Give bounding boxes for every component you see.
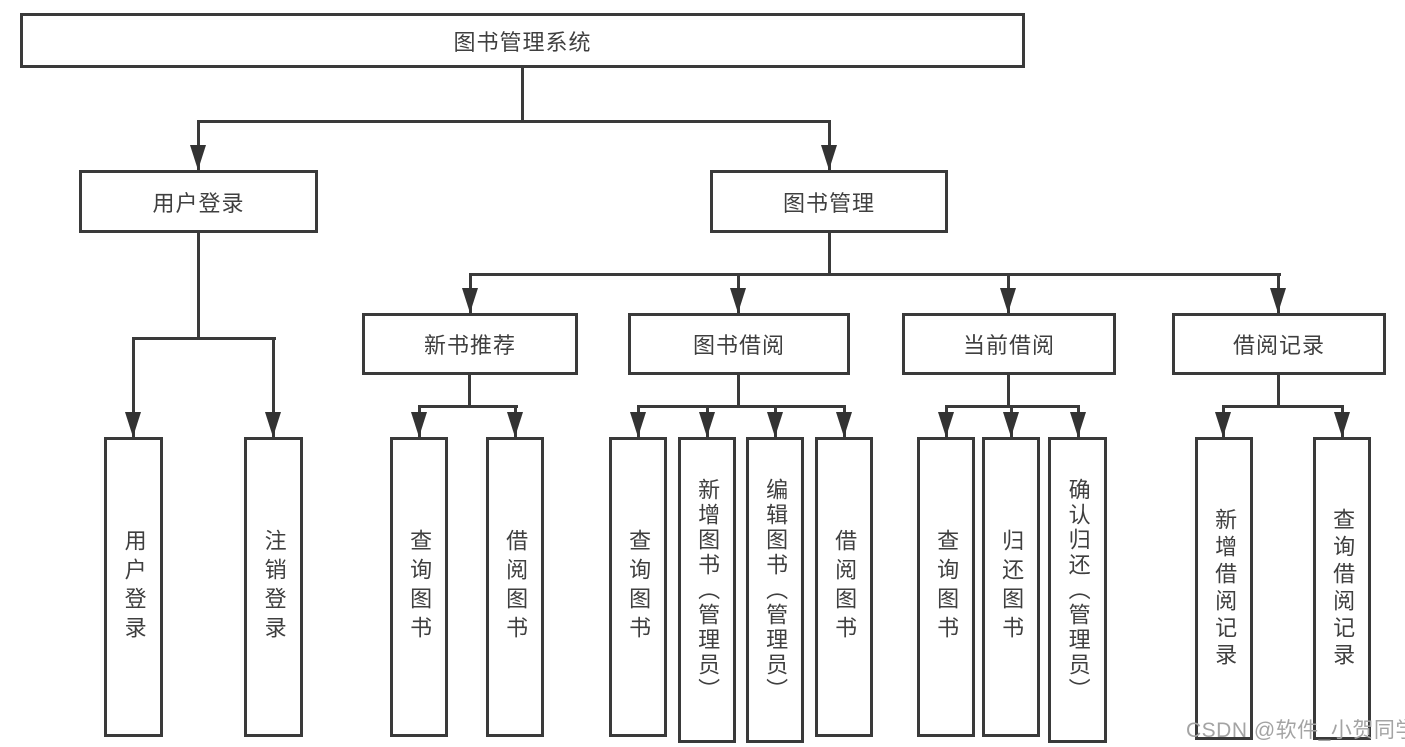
node-label: 注销登录	[261, 529, 287, 645]
connector-line	[469, 273, 1281, 276]
node-label: 归还图书	[999, 529, 1025, 645]
connector-line	[828, 233, 831, 276]
connector-line	[1007, 375, 1010, 408]
node-label: 新增借阅记录	[1212, 507, 1238, 670]
node-label: 借阅记录	[1232, 333, 1325, 358]
arrowhead-icon	[630, 412, 646, 437]
arrowhead-icon	[1334, 412, 1350, 437]
node-label: 借阅图书	[503, 529, 529, 645]
node-book-management: 图书管理	[710, 170, 948, 233]
node-label: 查询借阅记录	[1330, 507, 1356, 670]
arrowhead-icon	[730, 288, 746, 313]
arrowhead-icon	[938, 412, 954, 437]
node-leaf-add-borrow-record: 新增借阅记录	[1195, 437, 1253, 740]
node-leaf-logout: 注销登录	[244, 437, 303, 737]
arrowhead-icon	[1003, 412, 1019, 437]
connector-line	[272, 337, 275, 437]
arrowhead-icon	[836, 412, 852, 437]
csdn-watermark: CSDN @软件_小贺同学	[1186, 719, 1405, 742]
arrowhead-icon	[1215, 412, 1231, 437]
node-label: 图书借阅	[692, 333, 785, 358]
connector-line	[132, 337, 276, 340]
node-leaf-query-borrow-record: 查询借阅记录	[1313, 437, 1371, 740]
arrowhead-icon	[767, 412, 783, 437]
node-label: 查询图书	[407, 529, 433, 645]
connector-line	[197, 120, 831, 123]
connector-line	[1222, 405, 1344, 408]
connector-line	[197, 233, 200, 340]
node-label: 新书推荐	[423, 333, 516, 358]
arrowhead-icon	[411, 412, 427, 437]
connector-line	[418, 405, 518, 408]
node-label: 查询图书	[626, 529, 652, 645]
node-label: 新增图书（管理员）	[695, 477, 721, 703]
arrowhead-icon	[1070, 412, 1086, 437]
connector-line	[1277, 375, 1280, 408]
node-leaf-query-books-current: 查询图书	[917, 437, 975, 737]
arrowhead-icon	[507, 412, 523, 437]
node-label: 用户登录	[152, 190, 245, 216]
node-leaf-borrow-books-recommend: 借阅图书	[486, 437, 544, 737]
arrowhead-icon	[821, 145, 837, 170]
arrowhead-icon	[125, 412, 141, 437]
arrowhead-icon	[265, 412, 281, 437]
node-label: 编辑图书（管理员）	[763, 477, 789, 703]
node-label: 当前借阅	[962, 333, 1055, 358]
arrowhead-icon	[1000, 288, 1016, 313]
node-label: 用户登录	[121, 529, 147, 645]
node-leaf-query-books-recommend: 查询图书	[390, 437, 448, 737]
node-label: 确认归还（管理员）	[1065, 477, 1091, 703]
node-leaf-edit-books-admin: 编辑图书（管理员）	[746, 437, 804, 743]
connector-line	[132, 337, 135, 437]
node-leaf-query-books-borrowing: 查询图书	[609, 437, 667, 737]
node-label: 查询图书	[934, 529, 960, 645]
node-label: 借阅图书	[832, 529, 858, 645]
connector-line	[737, 375, 740, 408]
arrowhead-icon	[190, 145, 206, 170]
node-borrowing-records: 借阅记录	[1172, 313, 1386, 375]
node-leaf-user-login: 用户登录	[104, 437, 163, 737]
node-label: 图书管理	[782, 190, 875, 216]
node-library-management-system: 图书管理系统	[20, 13, 1025, 68]
node-current-borrowing: 当前借阅	[902, 313, 1116, 375]
node-leaf-confirm-return-admin: 确认归还（管理员）	[1048, 437, 1107, 743]
node-leaf-borrow-books-borrowing: 借阅图书	[815, 437, 873, 737]
connector-line	[637, 405, 846, 408]
arrowhead-icon	[1270, 288, 1286, 313]
arrowhead-icon	[462, 288, 478, 313]
arrowhead-icon	[699, 412, 715, 437]
connector-line	[468, 375, 471, 408]
node-user-login: 用户登录	[79, 170, 318, 233]
node-label: 图书管理系统	[453, 29, 592, 55]
node-new-book-recommendation: 新书推荐	[362, 313, 578, 375]
connector-line	[521, 68, 524, 123]
node-leaf-add-books-admin: 新增图书（管理员）	[678, 437, 736, 743]
node-leaf-return-books: 归还图书	[982, 437, 1040, 737]
node-book-borrowing: 图书借阅	[628, 313, 850, 375]
